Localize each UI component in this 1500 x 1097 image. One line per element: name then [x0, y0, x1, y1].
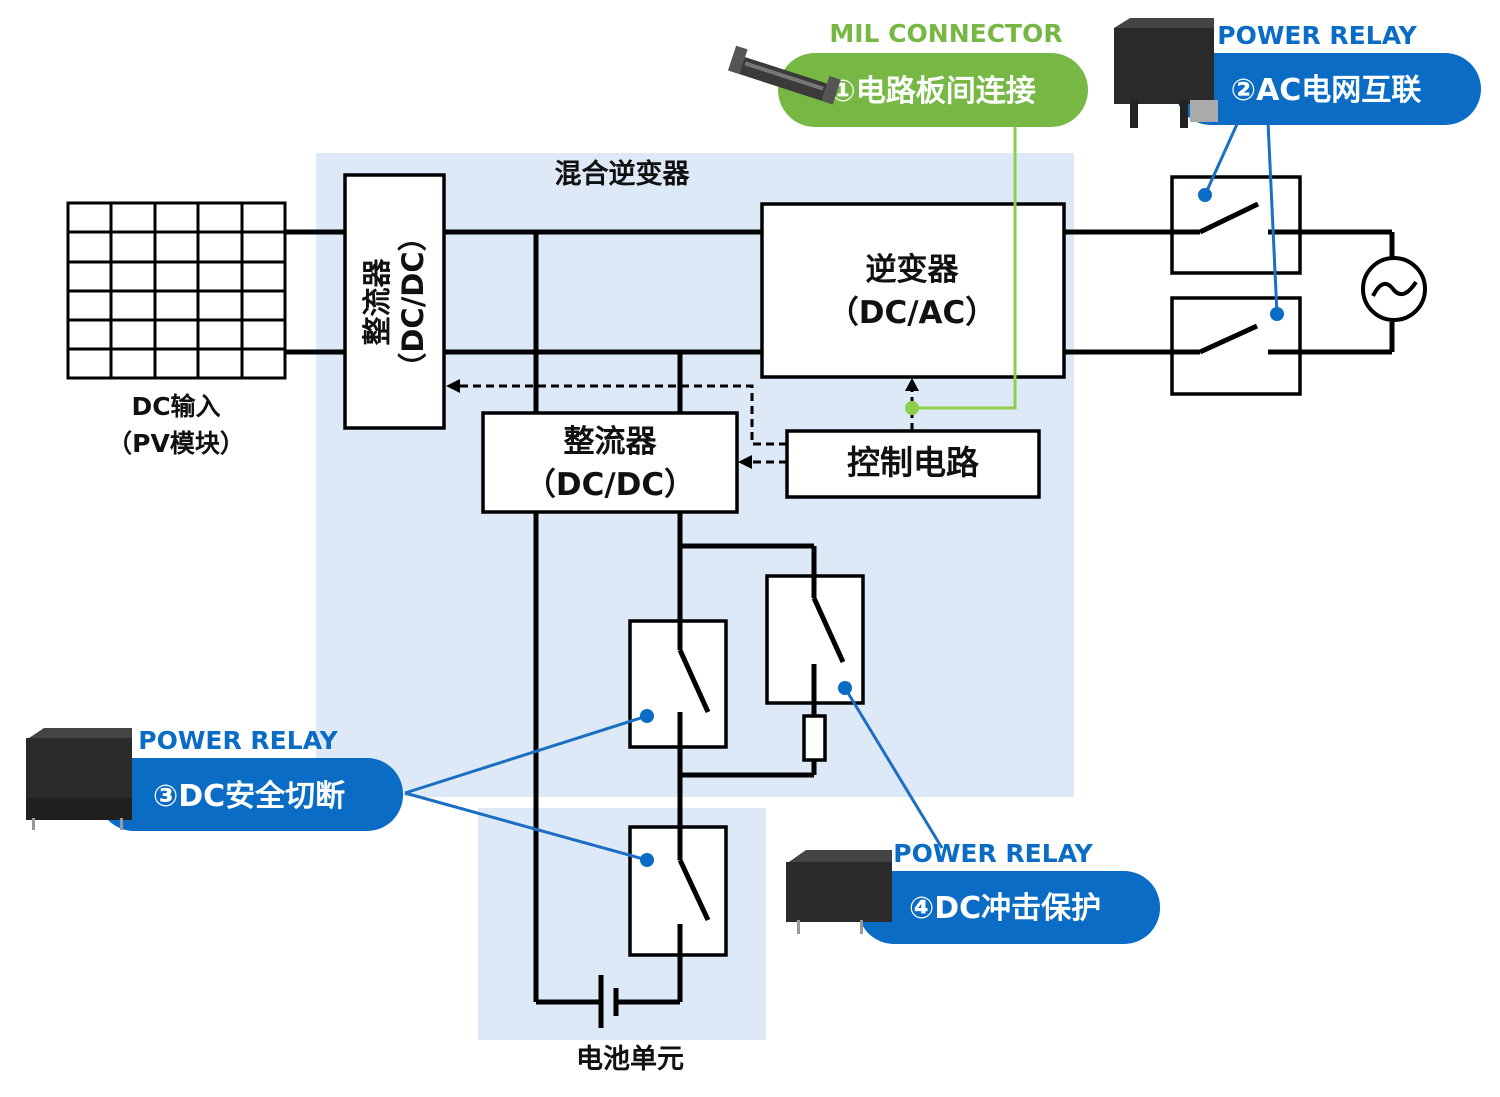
callout-dc-safety: POWER RELAY ③DC安全切断	[26, 726, 403, 831]
dc-safety-relay-upper	[628, 619, 728, 749]
power-relay-product-icon	[26, 728, 132, 830]
callout-text: ③DC安全切断	[153, 779, 345, 814]
battery-unit-label: 电池单元	[576, 1044, 684, 1075]
rectifier-mid-block	[481, 411, 739, 514]
arrow-to-mid-rectifier-icon	[738, 455, 752, 469]
battery-icon	[598, 975, 619, 1028]
callout-text: ④DC冲击保护	[909, 891, 1101, 926]
control-circuit-label: 控制电路	[847, 443, 980, 482]
callout-pill	[1175, 53, 1481, 125]
rectifier-mid-label-line2: （DC/DC）	[525, 467, 695, 503]
pv-label-line1: DC输入	[131, 392, 220, 421]
dc-safety-relay-lower	[628, 825, 728, 957]
rectifier-left-label: 整流器 （DC/DC）	[360, 222, 430, 381]
callout-dots	[640, 188, 1284, 867]
callout-product-label: POWER RELAY	[1217, 21, 1417, 50]
relay-dot-icon	[1270, 307, 1284, 321]
callout-product-label: POWER RELAY	[893, 839, 1093, 868]
pv-label-line2: （PV模块）	[107, 429, 245, 458]
hybrid-inverter-title: 混合逆变器	[555, 158, 691, 190]
resistor-icon	[802, 714, 827, 762]
callout-mil-connector: MIL CONNECTOR ①电路板间连接	[728, 19, 1088, 127]
control-circuit-block	[785, 429, 1041, 499]
rectifier-mid-label-line1: 整流器	[564, 424, 658, 460]
arrow-to-left-rectifier-icon	[446, 379, 460, 393]
callout-lead-lines	[404, 121, 1279, 862]
callout-text: ①电路板间连接	[830, 74, 1035, 109]
callout-ac-grid: POWER RELAY ②AC电网互联	[1114, 18, 1481, 128]
relay-dot-icon	[1198, 188, 1212, 202]
inverter-label-line1: 逆变器	[866, 252, 960, 288]
inverter-block	[760, 202, 1066, 379]
callout-product-label: POWER RELAY	[138, 726, 338, 755]
callout-pill	[778, 53, 1088, 127]
arrowheads	[446, 378, 919, 469]
mil-connector-lead-line	[912, 125, 1017, 410]
ac-relay-1	[1150, 175, 1302, 275]
callout-dc-inrush: POWER RELAY ④DC冲击保护	[786, 839, 1160, 944]
inverter-label-line2: （DC/AC）	[828, 295, 997, 331]
power-relay-product-icon	[1114, 18, 1218, 128]
relay-dot-icon	[640, 709, 654, 723]
svg-text:（DC/DC）: （DC/DC）	[396, 222, 430, 381]
callout-pill	[98, 758, 403, 831]
svg-text:整流器: 整流器	[360, 258, 394, 346]
rectifier-left-block	[343, 173, 446, 430]
arrow-to-inverter-icon	[905, 378, 919, 391]
mil-connector-product-icon	[728, 45, 841, 105]
ac-source-icon	[1361, 256, 1427, 322]
relay-dot-icon	[640, 853, 654, 867]
callout-text: ②AC电网互联	[1231, 73, 1422, 108]
pv-module-icon	[66, 201, 287, 380]
callout-pill	[858, 871, 1160, 944]
power-relay-product-icon	[786, 850, 892, 934]
callout-product-label: MIL CONNECTOR	[829, 19, 1062, 48]
mil-connector-dot-icon	[905, 401, 919, 415]
relay-dot-icon	[838, 681, 852, 695]
